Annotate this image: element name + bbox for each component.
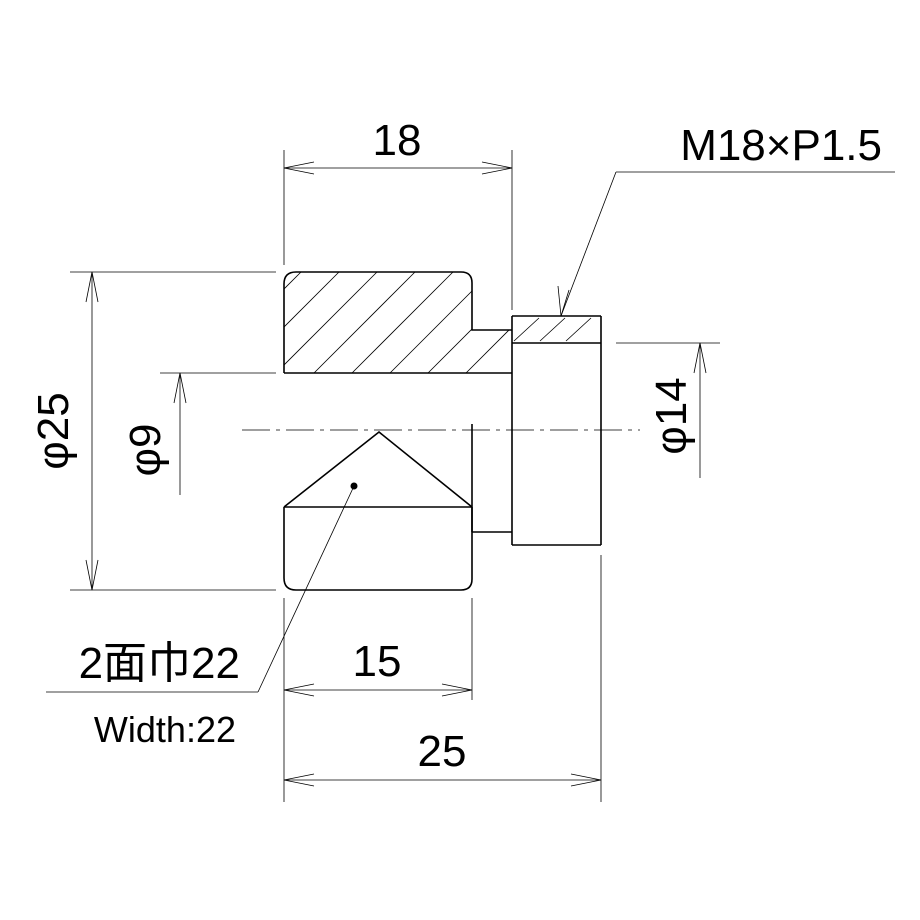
dimension-25 (283, 773, 602, 787)
dimension-phi9 (173, 372, 187, 495)
dimension-phi25 (85, 271, 99, 591)
label-top-length: 18 (373, 116, 422, 165)
dimension-18 (283, 161, 513, 175)
leader-dot (350, 482, 358, 490)
dimension-15 (283, 683, 473, 697)
thread-hatching (513, 317, 592, 342)
label-thread-minor-diameter: φ14 (647, 377, 696, 454)
label-flats-en: Width:22 (94, 709, 236, 750)
label-outer-diameter: φ25 (29, 392, 78, 469)
label-flats-jp: 2面巾22 (79, 639, 240, 688)
extension-lines (70, 150, 720, 802)
part-body (283, 271, 602, 591)
thread-leader (557, 171, 895, 317)
flats-leader (46, 482, 358, 693)
label-hex-length: 15 (353, 637, 402, 686)
label-thread-spec: M18×P1.5 (680, 121, 882, 170)
label-bore-diameter: φ9 (121, 423, 170, 476)
label-overall-length: 25 (418, 727, 467, 776)
dimension-phi14 (693, 342, 707, 478)
